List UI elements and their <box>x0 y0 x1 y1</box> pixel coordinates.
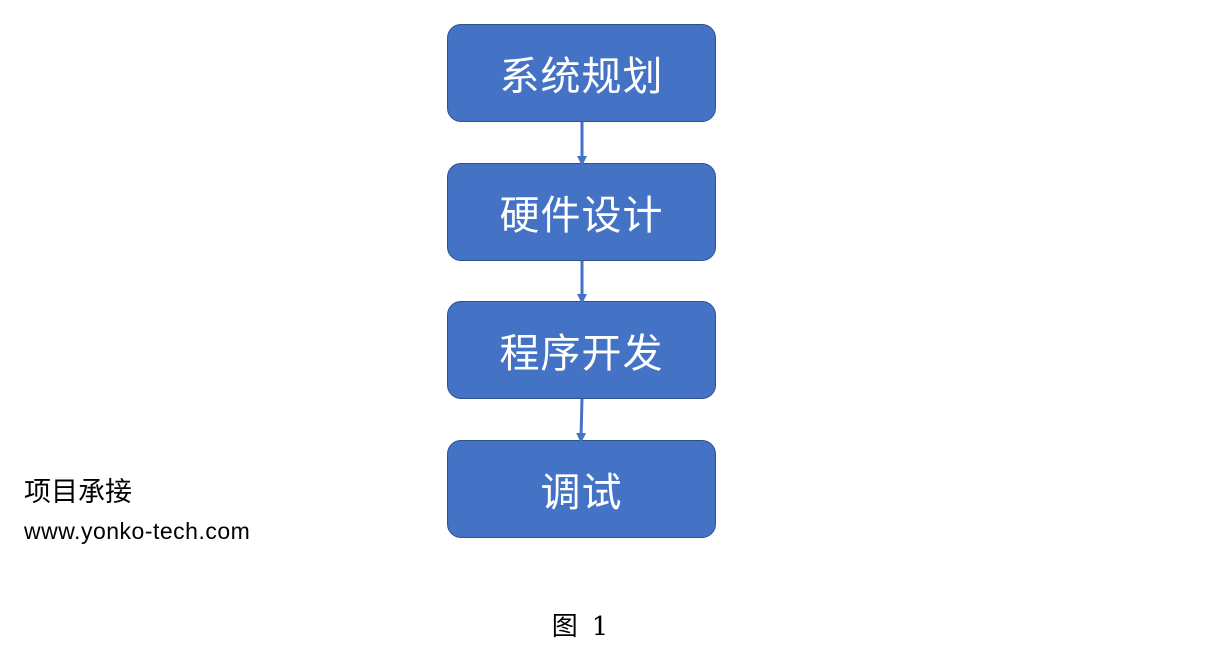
caption-prefix: 图 <box>551 612 578 642</box>
arrow-3 <box>576 398 587 443</box>
step-box-debugging: 调试 <box>447 440 716 538</box>
caption-number: 1 <box>591 612 609 642</box>
step-label: 程序开发 <box>499 331 664 377</box>
step-label: 硬件设计 <box>499 193 664 239</box>
website-url: www.yonko-tech.com <box>24 518 251 544</box>
side-title: 项目承接 <box>24 477 132 508</box>
step-label: 系统规划 <box>499 54 664 100</box>
step-box-hardware-design: 硬件设计 <box>447 163 716 261</box>
step-label: 调试 <box>540 470 623 516</box>
step-box-system-planning: 系统规划 <box>447 24 716 122</box>
step-box-program-development: 程序开发 <box>447 301 716 399</box>
